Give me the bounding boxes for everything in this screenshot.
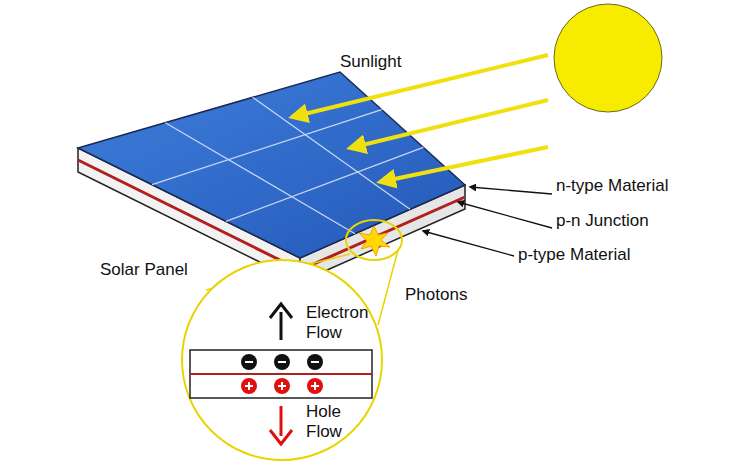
minus-sign bbox=[278, 361, 286, 363]
title-label: Sunlight bbox=[340, 52, 401, 72]
electron-symbol bbox=[241, 354, 257, 370]
minus-sign bbox=[311, 361, 319, 363]
electron-flow-arrow bbox=[280, 312, 283, 340]
grid-line bbox=[165, 123, 355, 234]
hole-symbol bbox=[241, 378, 257, 394]
zoom-line bbox=[378, 250, 398, 325]
sun bbox=[554, 4, 662, 112]
part-label: Solar Panel bbox=[100, 260, 188, 280]
plus-sign bbox=[248, 382, 250, 390]
grid-line bbox=[226, 147, 423, 221]
panel-top-face bbox=[78, 72, 465, 258]
hole-flow-arrow bbox=[280, 406, 283, 436]
part-label: n-type Material bbox=[556, 176, 668, 196]
zoom-source-ring bbox=[346, 220, 402, 260]
part-label: p-type Material bbox=[518, 245, 630, 265]
zoom-circle bbox=[182, 260, 382, 460]
electron-symbol bbox=[274, 354, 290, 370]
flow-label: Electron Flow bbox=[306, 303, 386, 343]
hole-symbol bbox=[274, 378, 290, 394]
part-label: p-n Junction bbox=[556, 211, 649, 231]
hole-flow-arrowhead bbox=[270, 430, 292, 444]
plus-sign bbox=[281, 382, 283, 390]
sunlight-rays bbox=[292, 55, 548, 182]
cell-grid bbox=[152, 97, 423, 233]
flow-label: Hole Flow bbox=[306, 402, 358, 442]
charge-symbols bbox=[241, 354, 323, 394]
electron-symbol bbox=[307, 354, 323, 370]
hole-symbol bbox=[307, 378, 323, 394]
junction-line bbox=[190, 373, 372, 375]
grid-line bbox=[253, 97, 410, 209]
minus-sign bbox=[245, 361, 253, 363]
electron-flow-arrowhead bbox=[270, 304, 292, 318]
cell-cross-section bbox=[190, 350, 372, 398]
part-label: Photons bbox=[405, 285, 467, 305]
photon-burst bbox=[359, 226, 390, 256]
grid-line bbox=[152, 110, 382, 185]
plus-sign bbox=[314, 382, 316, 390]
